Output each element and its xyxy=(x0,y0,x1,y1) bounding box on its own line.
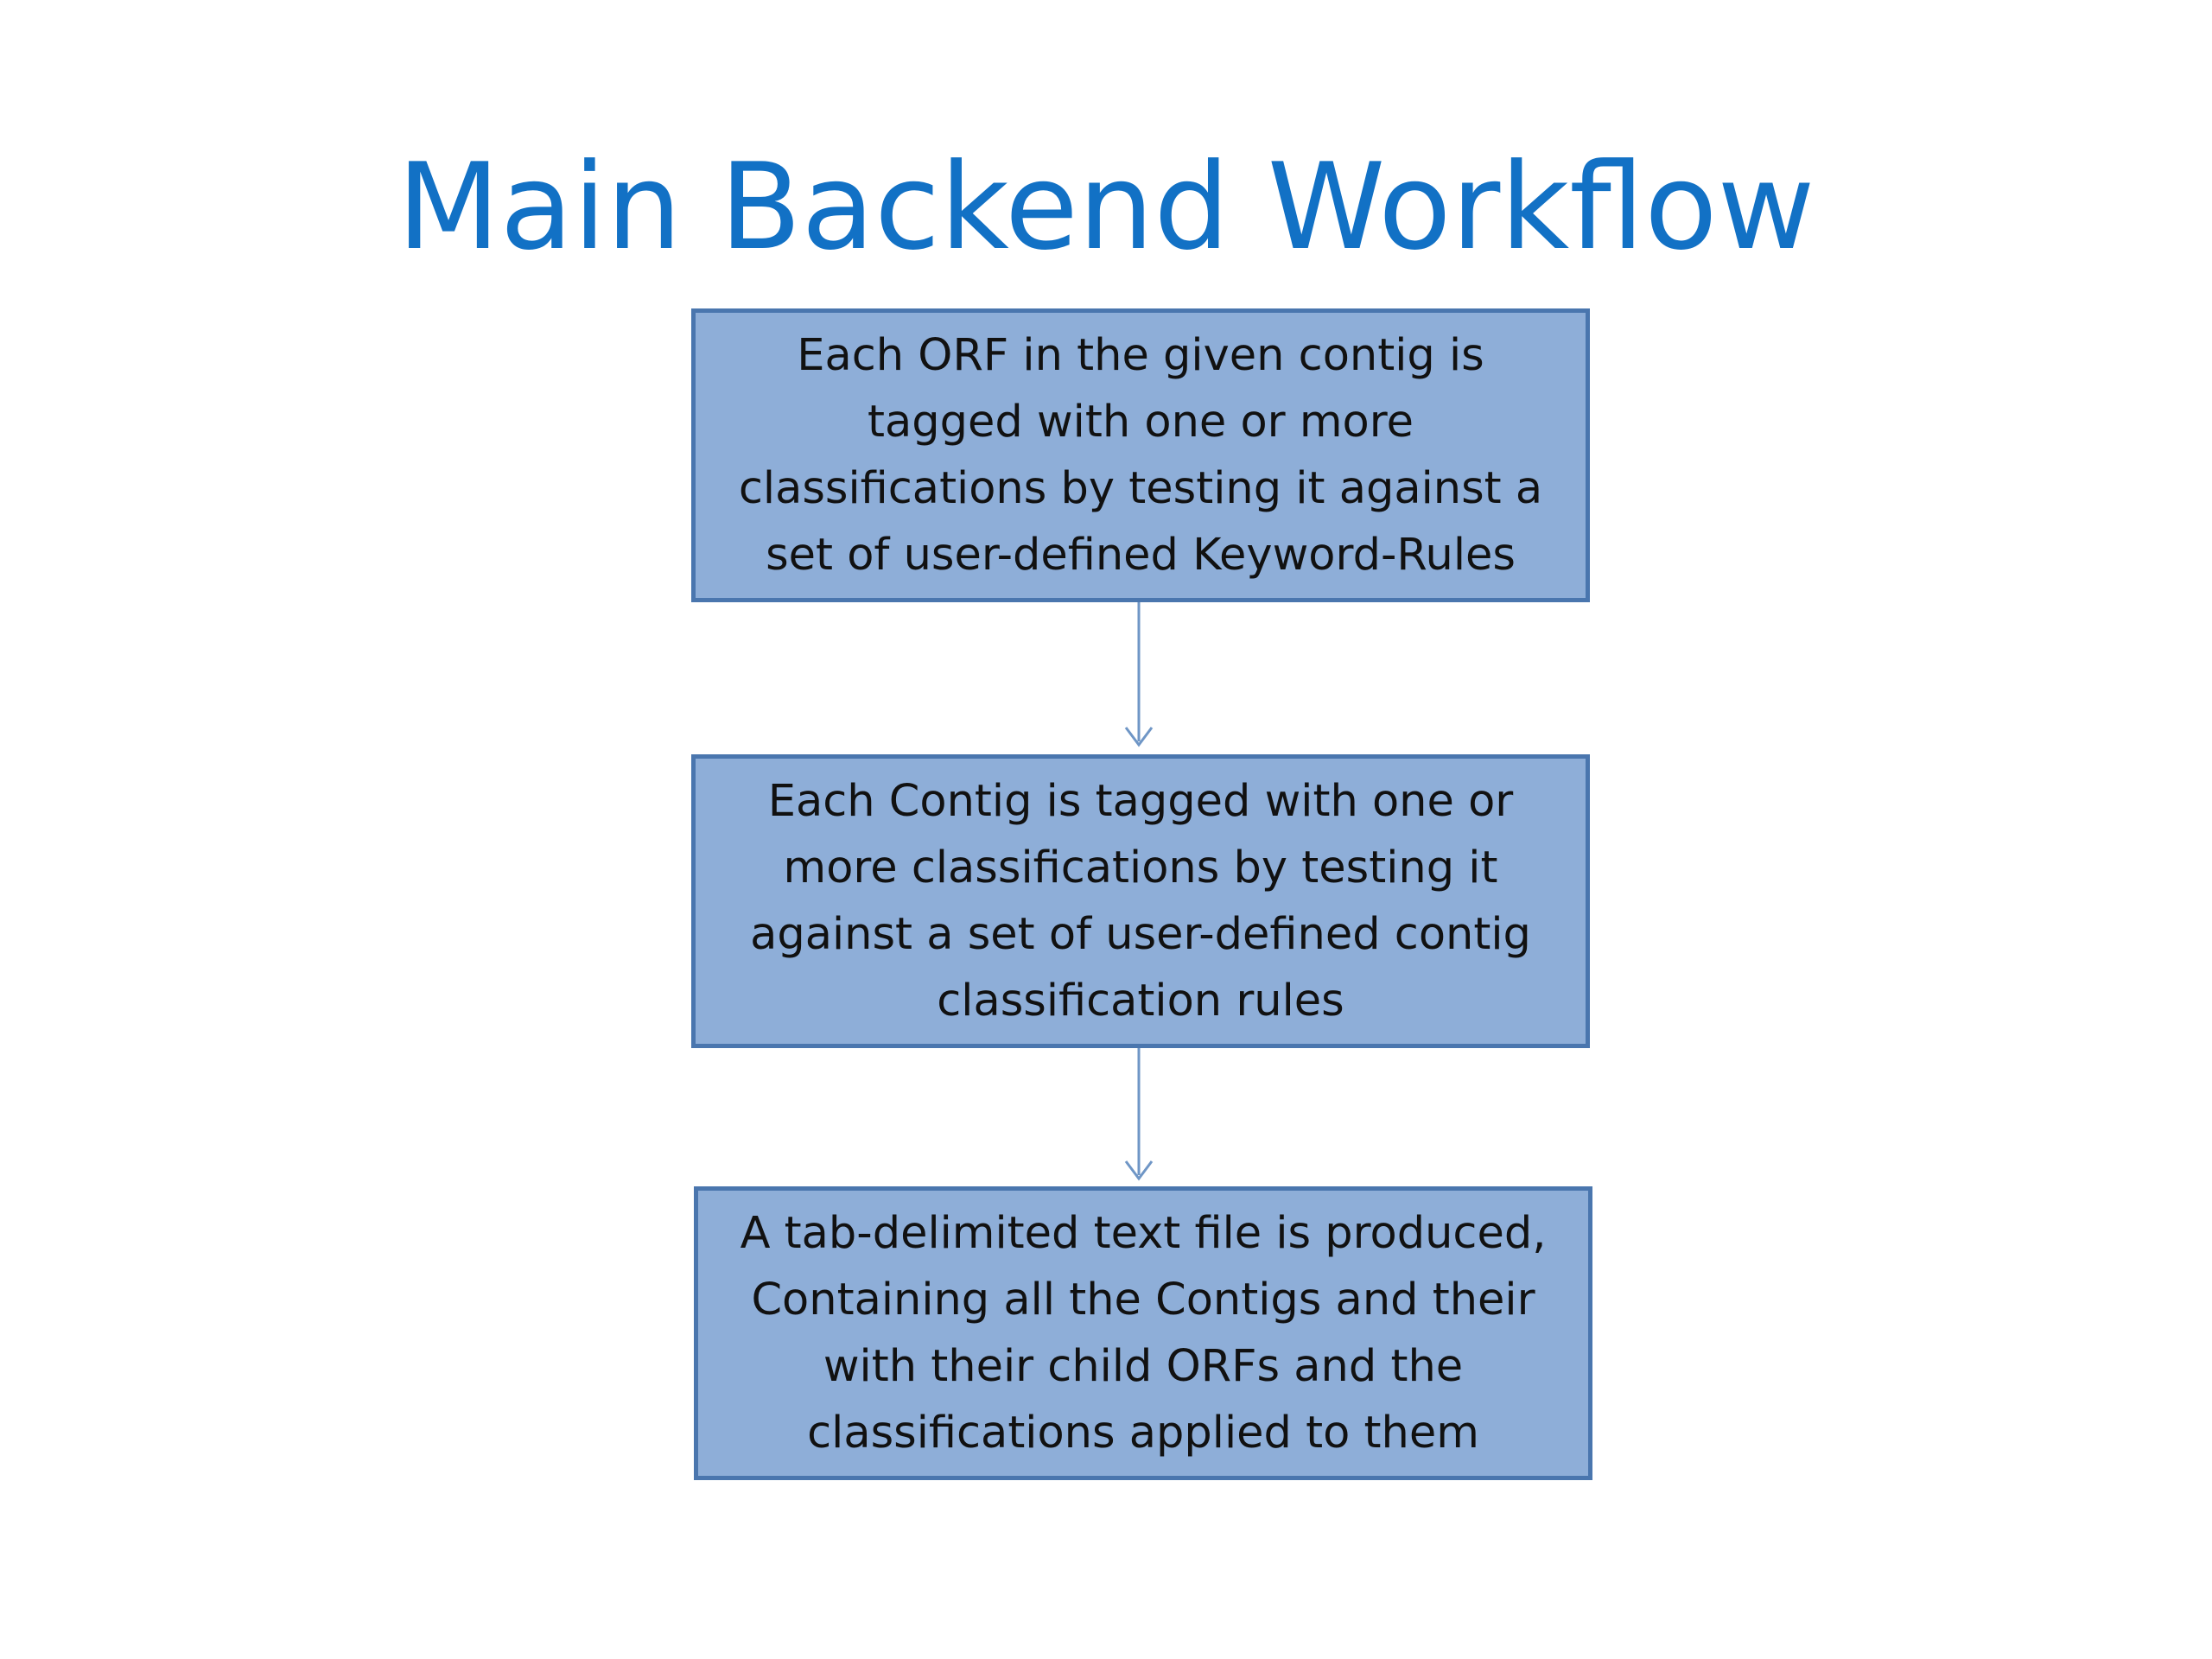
step-3-text: A tab-delimited text file is produced, C… xyxy=(740,1208,1547,1459)
arrow-head xyxy=(1124,1160,1154,1181)
arrow-step-1-to-2 xyxy=(1124,602,1154,747)
step-2-text: Each Contig is tagged with one or more c… xyxy=(750,776,1531,1027)
step-1-text: Each ORF in the given contig is tagged w… xyxy=(738,330,1543,581)
step-1-box: Each ORF in the given contig is tagged w… xyxy=(691,308,1590,602)
step-2-box: Each Contig is tagged with one or more c… xyxy=(691,754,1590,1048)
step-3-box: A tab-delimited text file is produced, C… xyxy=(694,1186,1592,1480)
arrow-step-2-to-3 xyxy=(1124,1048,1154,1181)
arrow-head xyxy=(1124,727,1154,747)
slide-title: Main Backend Workflow xyxy=(397,137,1815,276)
